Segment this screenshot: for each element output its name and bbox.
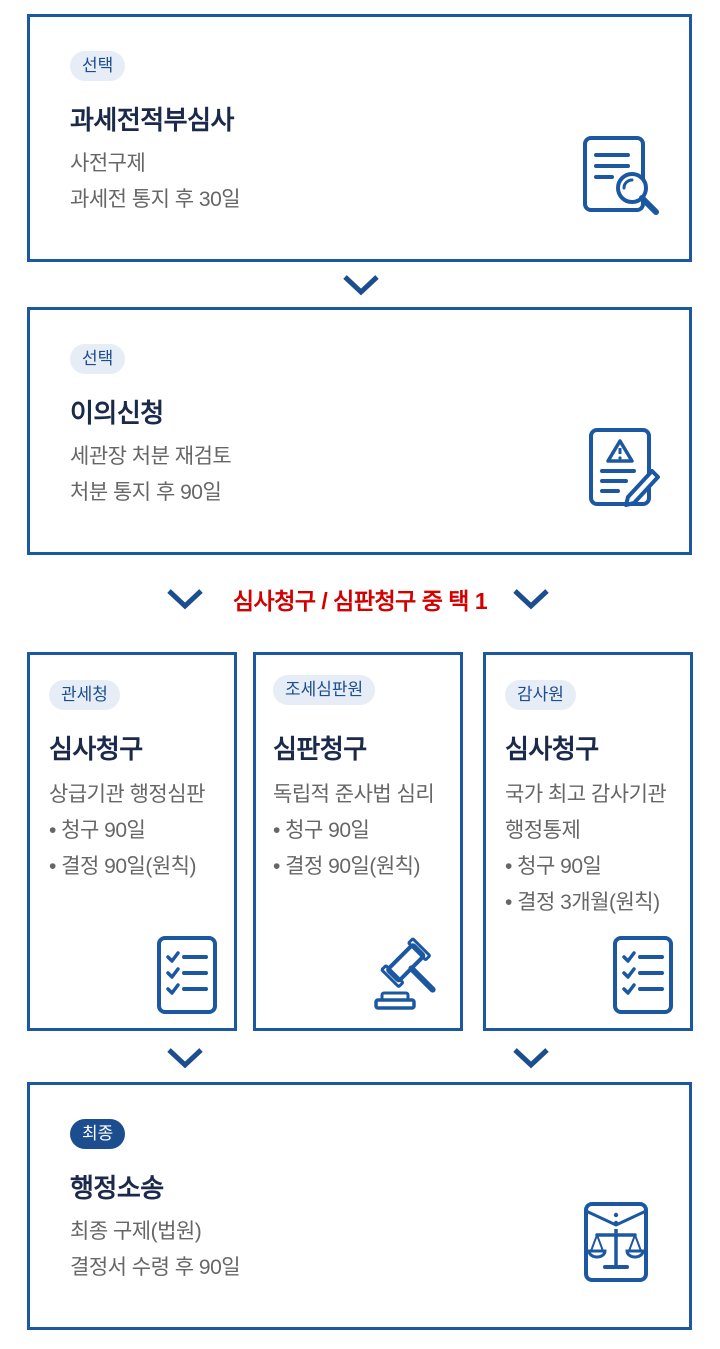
desc-line: 상급기관 행정심판 [49,783,205,806]
step-badge: 최종 [70,1119,126,1149]
document-search-icon [583,136,659,215]
desc-line: 최종 구제(법원) [70,1220,202,1243]
document-warning-edit-icon [589,428,660,507]
choose-one-label: 심사청구 / 심판청구 중 택 1 [232,588,488,614]
desc-line: 독립적 준사법 심리 [273,783,435,806]
step-description: 세관장 처분 재검토 처분 통지 후 90일 [70,439,232,511]
desc-line: • 결정 90일(원칙) [273,855,420,878]
chevron-down-icon [167,1048,203,1069]
step-description: 최종 구제(법원) 결정서 수령 후 90일 [70,1214,241,1286]
chevron-down-icon [167,589,203,610]
checklist-icon [613,936,673,1014]
chevron-down-icon [513,589,549,610]
chevron-down-icon [343,275,379,296]
desc-line: • 청구 90일 [273,819,370,842]
desc-line: 세관장 처분 재검토 [70,445,232,468]
option-title: 심판청구 [273,734,367,764]
option-box-audit-board: 감사원 심사청구 국가 최고 감사기관 행정통제 • 청구 90일 • 결정 3… [483,652,693,1031]
step-badge: 선택 [70,344,126,374]
option-badge: 관세청 [49,680,120,710]
option-description: 국가 최고 감사기관 행정통제 • 청구 90일 • 결정 3개월(원칙) [505,777,667,921]
desc-line: 결정서 수령 후 90일 [70,1256,241,1279]
chevron-down-icon [513,1048,549,1069]
step-badge: 선택 [70,51,126,81]
option-title: 심사청구 [49,734,143,764]
desc-line: 처분 통지 후 90일 [70,481,222,504]
step-box-objection: 선택 이의신청 세관장 처분 재검토 처분 통지 후 90일 [27,307,692,555]
checklist-icon [157,936,217,1014]
option-description: 상급기관 행정심판 • 청구 90일 • 결정 90일(원칙) [49,777,205,885]
desc-line: 행정통제 [505,819,581,842]
option-badge: 감사원 [505,680,576,710]
desc-line: 국가 최고 감사기관 [505,783,667,806]
option-box-tax-tribunal: 조세심판원 심판청구 독립적 준사법 심리 • 청구 90일 • 결정 90일(… [253,652,463,1031]
desc-line: 과세전 통지 후 30일 [70,188,241,211]
scales-document-icon [584,1202,648,1282]
gavel-icon [374,937,436,1010]
step-box-administrative-litigation: 최종 행정소송 최종 구제(법원) 결정서 수령 후 90일 [27,1082,692,1330]
desc-line: • 결정 3개월(원칙) [505,891,660,914]
option-title: 심사청구 [505,734,599,764]
desc-line: • 청구 90일 [505,855,602,878]
step-title: 행정소송 [70,1173,164,1203]
desc-line: • 결정 90일(원칙) [49,855,196,878]
desc-line: • 청구 90일 [49,819,146,842]
step-description: 사전구제 과세전 통지 후 30일 [70,146,241,218]
option-badge: 조세심판원 [273,675,376,705]
step-box-pre-assessment: 선택 과세전적부심사 사전구제 과세전 통지 후 30일 [27,14,692,262]
option-description: 독립적 준사법 심리 • 청구 90일 • 결정 90일(원칙) [273,777,435,885]
step-title: 이의신청 [70,398,164,428]
step-title: 과세전적부심사 [70,105,234,135]
option-box-customs-review: 관세청 심사청구 상급기관 행정심판 • 청구 90일 • 결정 90일(원칙) [27,652,237,1031]
desc-line: 사전구제 [70,152,146,175]
